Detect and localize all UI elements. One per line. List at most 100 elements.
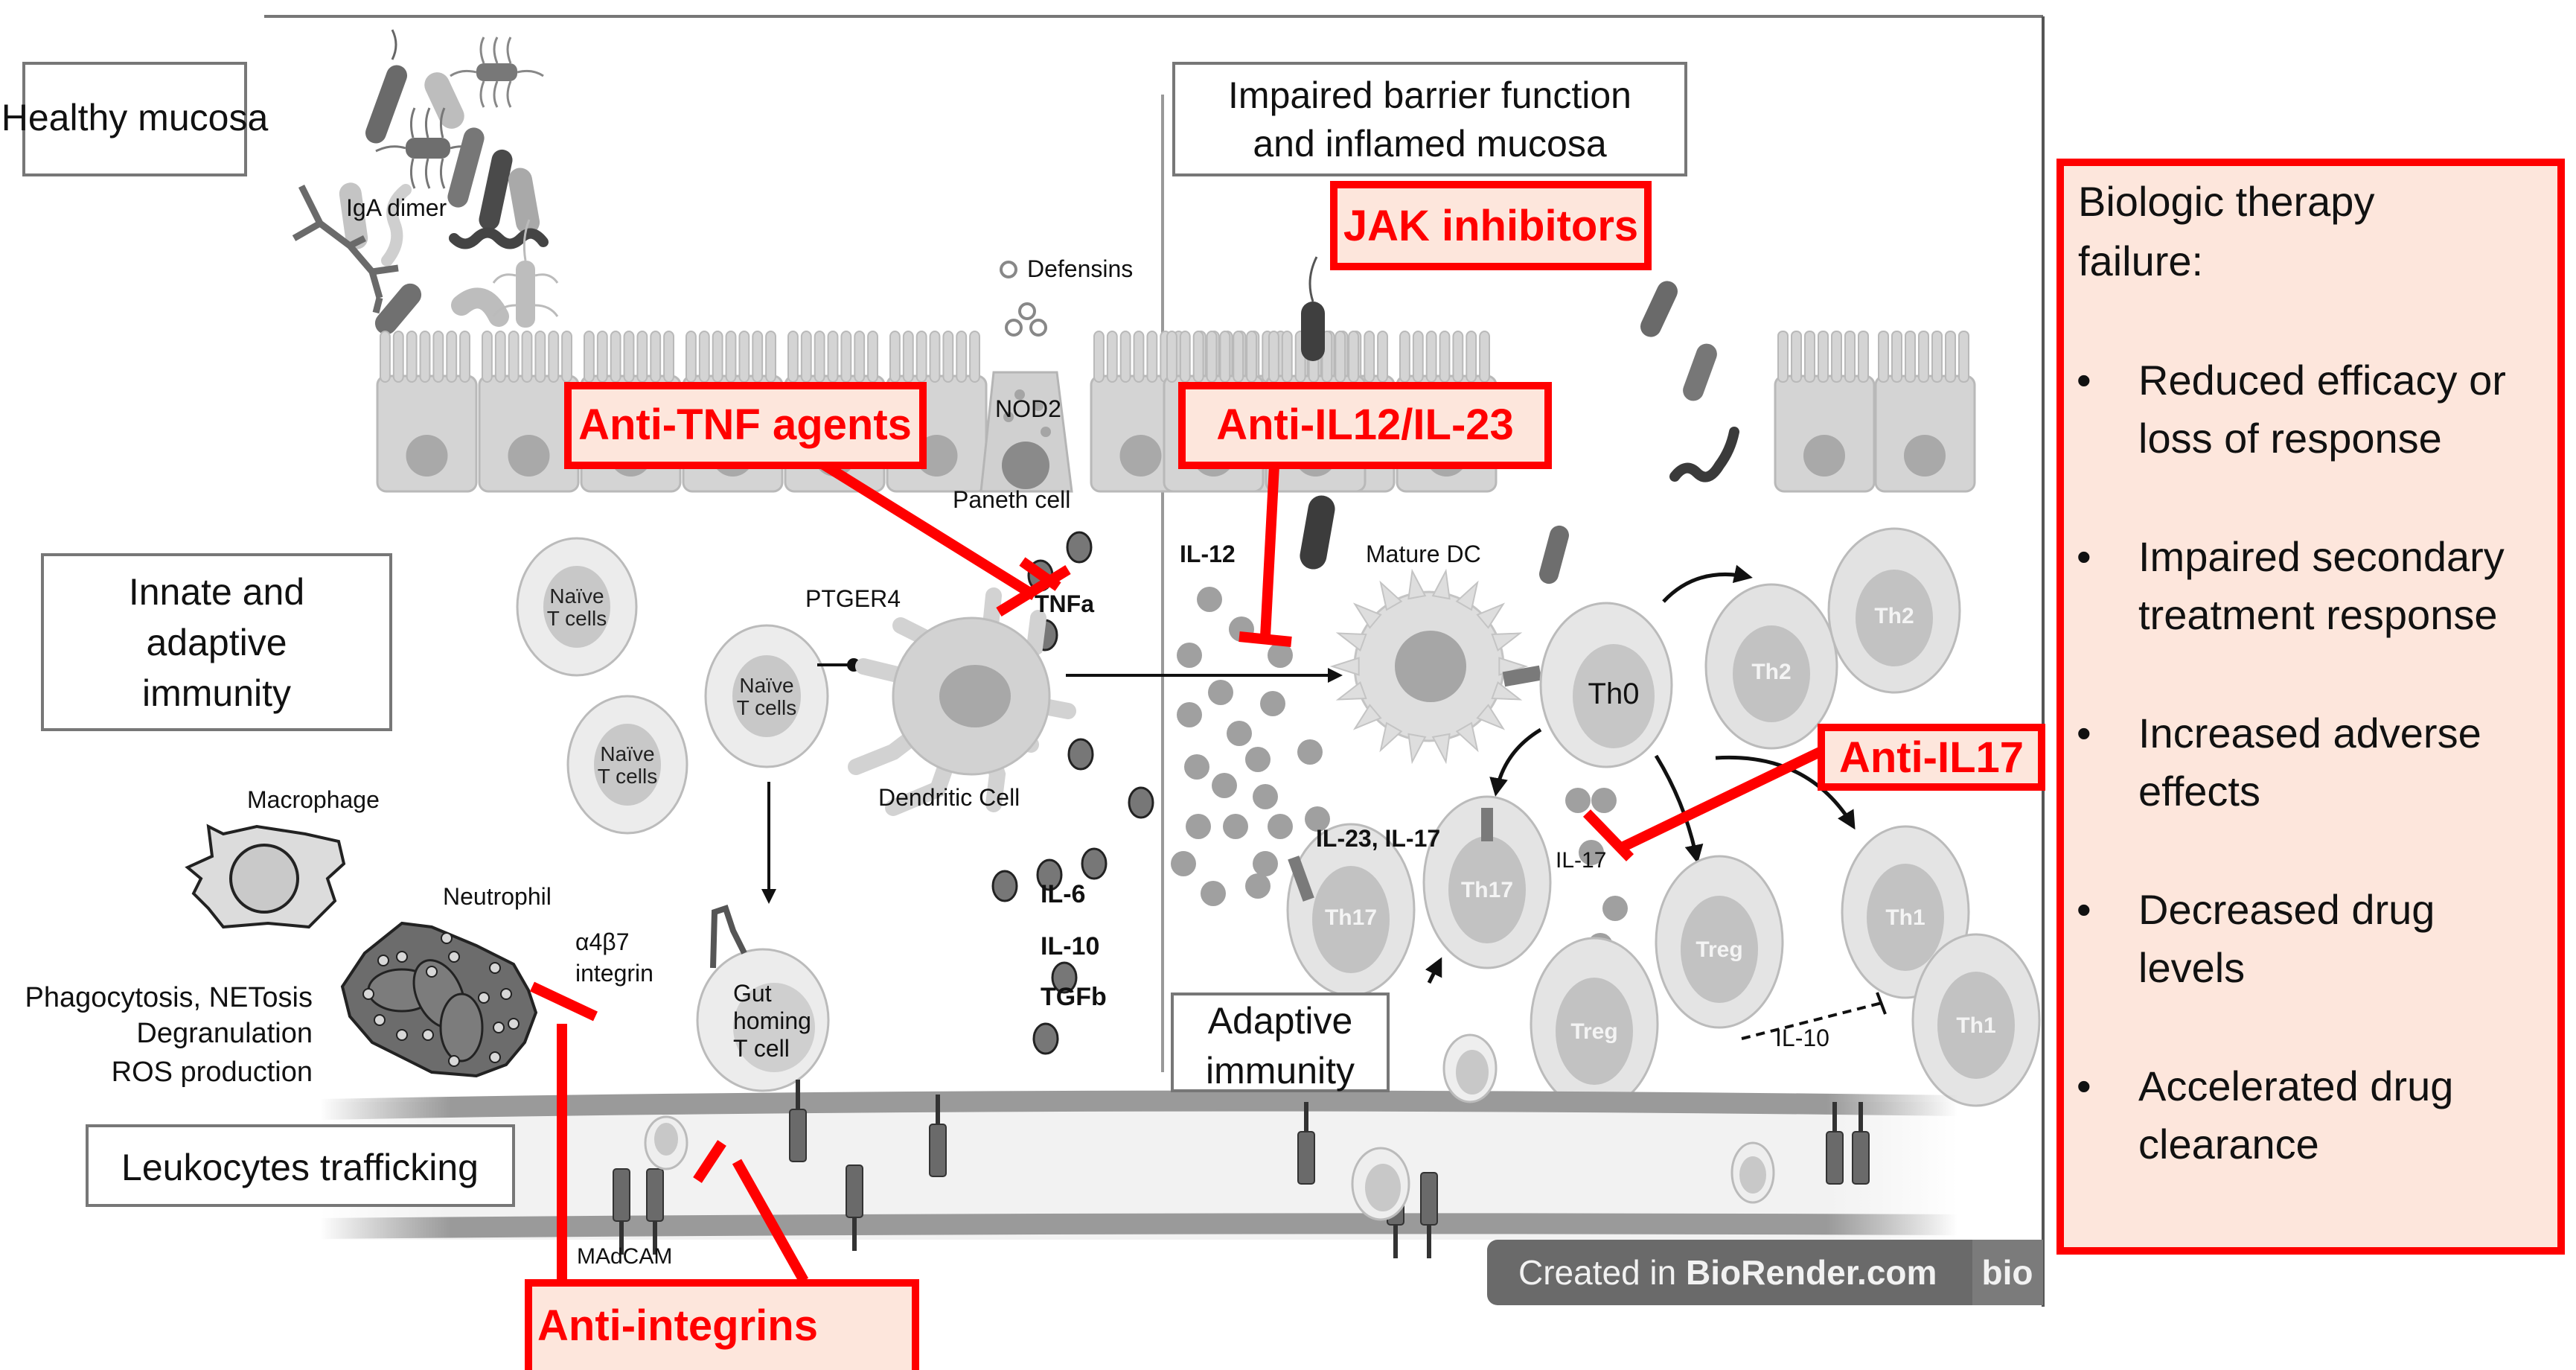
svg-text:Leukocytes trafficking: Leukocytes trafficking (121, 1147, 479, 1188)
madcam-receptor-icon (1420, 1172, 1438, 1258)
svg-text:Healthy mucosa: Healthy mucosa (1, 97, 269, 138)
cytokine-dot (1602, 896, 1628, 921)
cytokine-dot (1197, 587, 1222, 612)
epithelial-cell-icon (376, 331, 478, 493)
svg-text:Gut: Gut (733, 980, 772, 1007)
phagocytosis-label: Phagocytosis, NETosis (25, 982, 313, 1013)
cytokine-dot (1208, 680, 1233, 705)
mature-dc-label: Mature DC (1366, 541, 1481, 567)
bacteria-cluster-left (292, 29, 559, 335)
cytokine-dot (1305, 806, 1330, 832)
cytokine-dot (1591, 788, 1617, 813)
bacterium-icon (424, 72, 464, 129)
vessel-leukocyte (1442, 1033, 1498, 1103)
cytokine-dot (1066, 531, 1093, 564)
bullet-icon: • (2077, 1062, 2091, 1109)
paneth-cell-label: Paneth cell (953, 486, 1070, 513)
svg-text:Treg: Treg (1570, 1019, 1617, 1044)
macrophage-label: Macrophage (247, 786, 380, 813)
madcam-receptor-icon (846, 1164, 863, 1251)
svg-text:and inflamed mucosa: and inflamed mucosa (1253, 123, 1606, 165)
cytokine-dot (1297, 739, 1323, 765)
a4b7-label: α4β7 (575, 928, 630, 955)
cytokine-dot (1223, 814, 1248, 839)
cytokine-dot (1177, 643, 1202, 668)
svg-text:Anti-integrins: Anti-integrins (537, 1302, 818, 1350)
healthy-mucosa-box: Healthy mucosa (1, 62, 269, 176)
cytokine-dot (1565, 788, 1591, 813)
biologic-failure-box: Biologic therapy failure: •Reduced effic… (2056, 159, 2565, 1255)
cytokine-dot (1579, 840, 1604, 865)
leukocytes-trafficking-box: Leukocytes trafficking (86, 1124, 515, 1207)
biorender-logo: bio (1982, 1253, 2033, 1292)
naive-t-cell: Naïve T cells (704, 624, 829, 768)
mature-dc-icon (1329, 568, 1542, 765)
epithelial-cell-icon (1774, 331, 1876, 493)
cytokine-dot (1036, 858, 1063, 891)
svg-text:Th2: Th2 (1874, 604, 1914, 628)
bacterium-icon (479, 149, 513, 231)
bacterium-icon (365, 65, 408, 144)
th1-cell: Th1 (1911, 933, 2041, 1107)
cytokine-dot (1051, 961, 1078, 994)
anti-integrin-bar-1 (530, 981, 598, 1022)
differentiation-arrows (1425, 564, 1856, 984)
anti-tnf-callout[interactable]: Anti-TNF agents (564, 382, 927, 469)
iga-dimer-label: IgA dimer (346, 194, 447, 221)
bacterium-icon (1640, 281, 1678, 337)
cytokine-dot (1184, 754, 1209, 780)
flagellated-bacterium-icon (476, 63, 517, 81)
bacterium-icon (1300, 495, 1335, 570)
anti-il12-il23-callout[interactable]: Anti-IL12/IL-23 (1178, 382, 1552, 469)
bacterium-icon (451, 287, 509, 327)
svg-text:Th2: Th2 (1751, 660, 1791, 684)
anti-integrins-callout[interactable]: Anti-integrins (525, 1279, 919, 1370)
svg-text:Impaired barrier function: Impaired barrier function (1228, 74, 1631, 116)
adaptive-immunity-box: Adaptive immunity (1171, 993, 1390, 1092)
jak-inhibitors-callout[interactable]: JAK inhibitors (1330, 181, 1652, 270)
failure-item-line2: loss of response (2138, 415, 2442, 462)
svg-text:JAK inhibitors: JAK inhibitors (1343, 202, 1638, 250)
cytokine-dot (1177, 702, 1202, 727)
anti-integrin-bar-2 (693, 1140, 726, 1183)
biorender-watermark: Created in BioRender.com bio (1487, 1240, 2043, 1305)
bacteria-cluster-right (1300, 256, 1739, 584)
madcam-receptor-icon (929, 1095, 947, 1177)
bacterium-icon (339, 182, 368, 249)
svg-text:Naïve: Naïve (739, 674, 793, 697)
bullet-icon: • (2077, 710, 2091, 756)
failure-item-line1: Increased adverse (2138, 710, 2481, 756)
svg-text:Treg: Treg (1696, 937, 1742, 962)
flagellated-bacterium-icon (1683, 343, 1717, 401)
cytokine-dot (1253, 851, 1278, 876)
failure-title-line2: failure: (2078, 238, 2203, 284)
tnfa-label: TNFa (1035, 590, 1094, 617)
svg-text:Th0: Th0 (1588, 678, 1640, 710)
defensins-label: Defensins (1027, 255, 1133, 282)
il10-inhibition-label: IL-10 (1775, 1025, 1829, 1051)
dendritic-cell-label: Dendritic Cell (878, 784, 1020, 811)
madcam-receptor-icon (1826, 1102, 1844, 1185)
innate-adaptive-box: Innate and adaptive immunity (41, 553, 392, 731)
anti-il17-callout[interactable]: Anti-IL17 (1818, 724, 2045, 791)
spirochete-icon (449, 227, 549, 249)
vessel-leukocyte (644, 1115, 688, 1170)
anti-il17-bar (1582, 809, 1634, 861)
paneth-cell-icon (979, 371, 1073, 493)
madcam-receptor-icon (789, 1080, 807, 1162)
epithelial-cell-icon (478, 331, 580, 493)
svg-text:adaptive: adaptive (146, 622, 287, 663)
cytokine-dot (1260, 691, 1285, 716)
failure-item-line1: Decreased drug (2138, 886, 2435, 933)
th17-cell: Th17 (1286, 823, 1416, 997)
th0-cell: Th0 (1539, 602, 1673, 768)
failure-item-line2: treatment response (2138, 591, 2497, 638)
neutrophil-label: Neutrophil (443, 883, 552, 910)
svg-text:Innate and: Innate and (129, 571, 304, 613)
cytokine-dot (1067, 738, 1094, 771)
cytokine-dot (1212, 773, 1237, 798)
ros-production-label: ROS production (112, 1057, 313, 1088)
svg-text:homing: homing (733, 1007, 811, 1034)
svg-text:T cells: T cells (737, 696, 796, 719)
